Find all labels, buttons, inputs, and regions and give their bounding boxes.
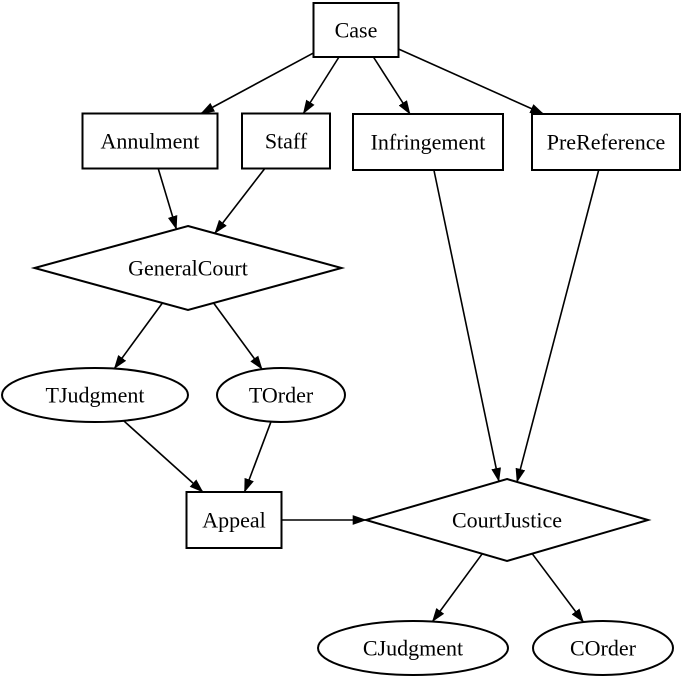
node-prereference-label: PreReference [547,129,665,154]
node-case-shape [312,2,400,58]
node-infringement-label: Infringement [371,129,486,154]
edge-case-to-annulment [200,52,314,115]
node-case-label: Case [335,17,378,42]
node-courtjustice-label: CourtJustice [452,507,562,532]
edge-tjudgment-to-appeal [123,420,204,493]
node-torder-label: TOrder [249,382,314,407]
edge-courtjustice-to-corder [531,553,585,623]
node-staff-label: Staff [265,128,308,153]
node-corder-label: COrder [570,635,637,660]
edge-infringement-to-courtjustice [433,169,501,482]
node-torder-shape [216,367,346,423]
edge-case-to-prereference [398,48,545,115]
node-infringement-shape [352,113,504,171]
node-annulment-shape [81,112,219,170]
node-appeal-label: Appeal [202,507,266,532]
node-prereference-shape [531,113,681,171]
edge-generalcourt-to-torder [212,302,263,370]
edge-case-to-infringement [372,56,411,115]
node-annulment-label: Annulment [101,128,200,153]
node-cjudgment-label: CJudgment [363,635,463,660]
edge-courtjustice-to-cjudgment [431,553,483,623]
edge-generalcourt-to-tjudgment [113,302,164,370]
node-generalcourt-label: GeneralCourt [128,255,248,280]
node-staff-shape [241,112,331,170]
edge-torder-to-appeal [243,421,272,493]
node-generalcourt-shape [30,224,346,312]
edge-prereference-to-courtjustice [515,169,600,483]
edge-annulment-to-generalcourt [157,168,178,230]
node-tjudgment-shape [1,367,189,423]
node-corder-shape [532,620,674,676]
node-cjudgment-shape [317,620,509,676]
edge-layer [113,48,600,623]
node-courtjustice-shape [362,477,652,563]
edge-staff-to-generalcourt [214,168,266,234]
edge-case-to-staff [302,56,340,115]
node-tjudgment-label: TJudgment [46,382,145,407]
node-appeal-shape [185,491,283,549]
